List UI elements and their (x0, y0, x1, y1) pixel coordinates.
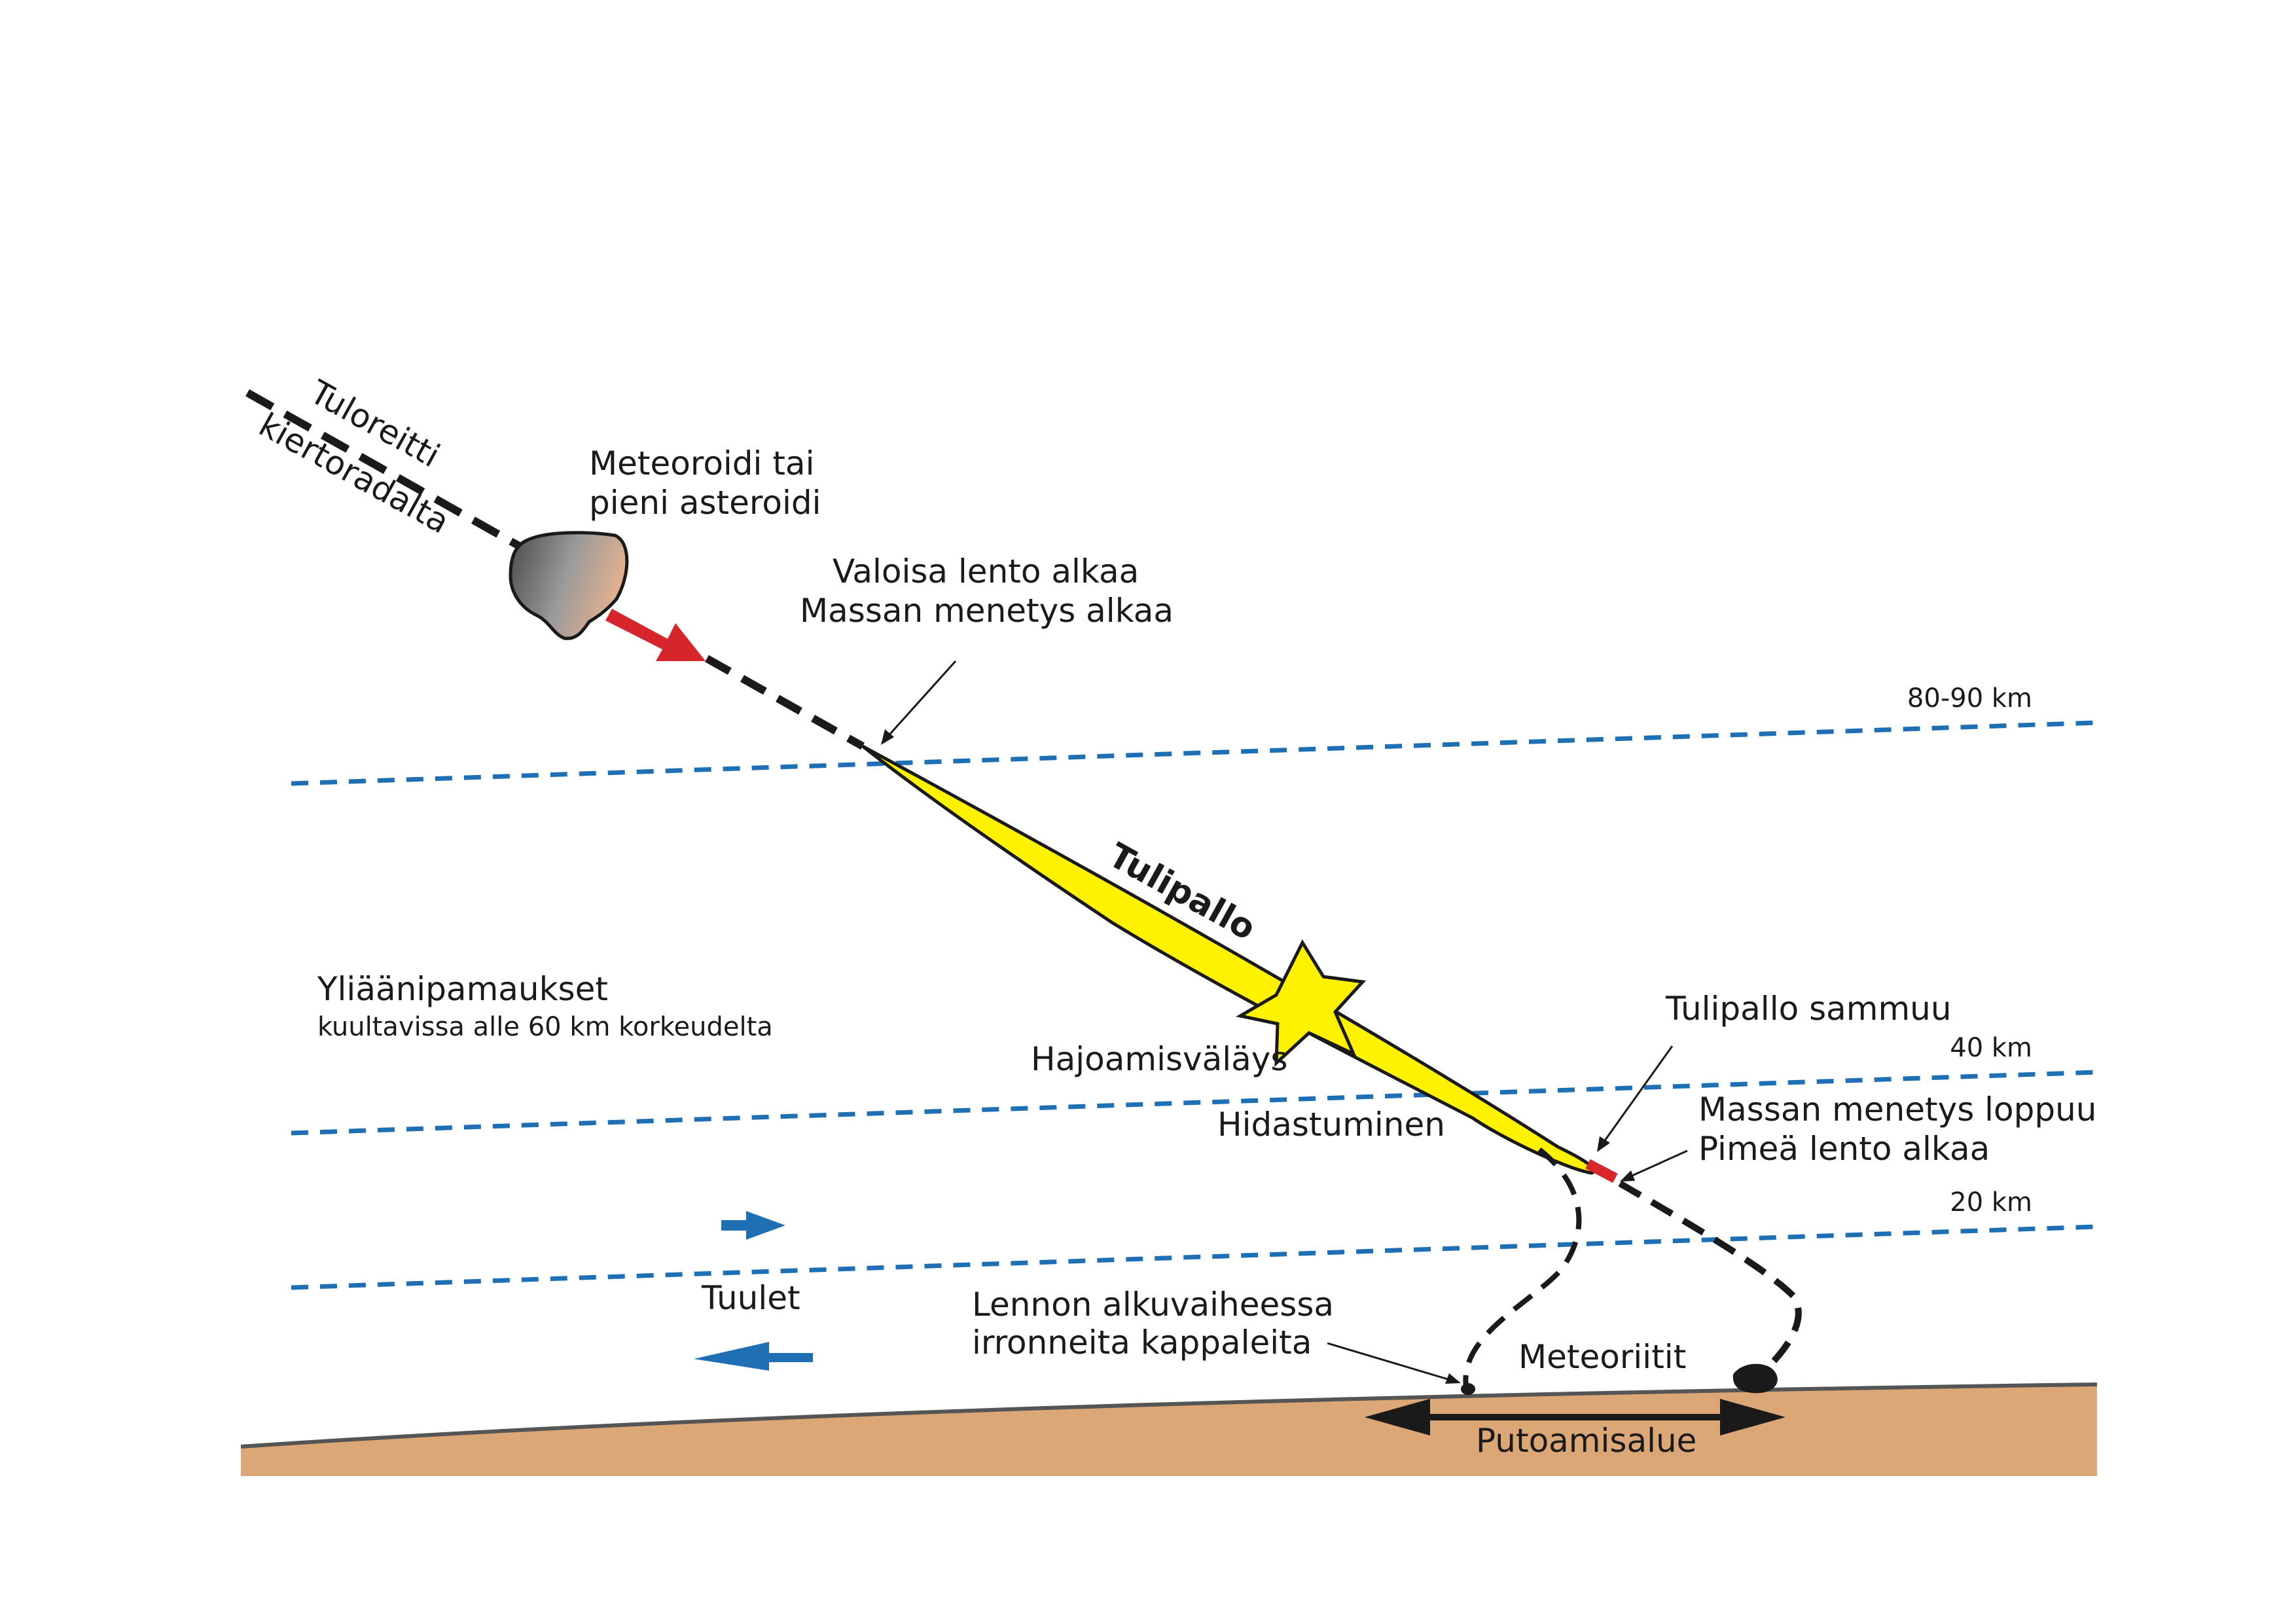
leader-mass-loss-ends-arrowhead (1620, 1170, 1635, 1182)
mass-loss-ends-label-2: Pimeä lento alkaa (1698, 1130, 1990, 1168)
early-fragments-label-1: Lennon alkuvaiheessa (972, 1286, 1334, 1324)
direction-arrow-icon (605, 609, 706, 661)
leader-early-fragments (1327, 1342, 1455, 1382)
large-meteorite-icon (1732, 1363, 1778, 1394)
meteoroid-icon (509, 531, 629, 640)
altitude-line-20km (291, 1224, 2098, 1290)
altitude-line-80-90km (291, 720, 2098, 786)
fireball-ends-label: Tulipallo sammuu (1665, 990, 1952, 1028)
leader-luminous-arrowhead (881, 729, 894, 745)
sonic-booms-subtitle: kuultavissa alle 60 km korkeudelta (317, 1012, 773, 1042)
burst-flash-icon (1236, 939, 1367, 1067)
deceleration-label: Hidastuminen (1217, 1106, 1445, 1144)
small-meteorite-icon (1461, 1383, 1475, 1395)
early-fragments-label-2: irronneita kappaleita (972, 1324, 1312, 1362)
ground (241, 1384, 2097, 1476)
leader-luminous (884, 660, 957, 741)
altitude-label-80-90km: 80-90 km (1907, 683, 2032, 713)
winds-label: Tuulet (701, 1279, 800, 1317)
burst-flash-label: Hajoamisväläys (1031, 1040, 1287, 1078)
dark-flight-path (1618, 1180, 1802, 1371)
altitude-line-40km (291, 1070, 2098, 1136)
sonic-booms-title: Yliäänipamaukset (317, 970, 608, 1008)
meteoroid-label-1: Meteoroidi tai (589, 444, 814, 482)
altitude-label-40km: 40 km (1950, 1033, 2032, 1063)
leader-early-fragments-arrowhead (1445, 1373, 1461, 1384)
strewn-field-arrow-left-icon (1365, 1399, 1430, 1435)
fireball-end-segment (1585, 1159, 1618, 1183)
leader-fireball-ends-arrowhead (1597, 1136, 1610, 1152)
mass-loss-ends-label-1: Massan menetys loppuu (1698, 1091, 2097, 1128)
fireball-trail (861, 744, 1596, 1175)
pre-luminous-trajectory (705, 655, 865, 750)
meteoroid-label-2: pieni asteroidi (589, 484, 821, 522)
altitude-label-20km: 20 km (1950, 1187, 2032, 1218)
leader-mass-loss-ends (1626, 1149, 1688, 1180)
wind-arrow-right-icon (721, 1211, 785, 1240)
leader-fireball-ends (1601, 1045, 1674, 1145)
strewn-field-label: Putoamisalue (1476, 1422, 1696, 1460)
early-fragments-path (1463, 1147, 1582, 1387)
luminous-label-2: Massan menetys alkaa (800, 592, 1174, 630)
wind-arrow-left-icon (694, 1342, 813, 1371)
strewn-field-arrow-right-icon (1720, 1399, 1785, 1435)
incoming-trajectory (245, 389, 526, 552)
meteorites-label: Meteoriitit (1518, 1338, 1686, 1376)
luminous-label-1: Valoisa lento alkaa (833, 552, 1139, 590)
